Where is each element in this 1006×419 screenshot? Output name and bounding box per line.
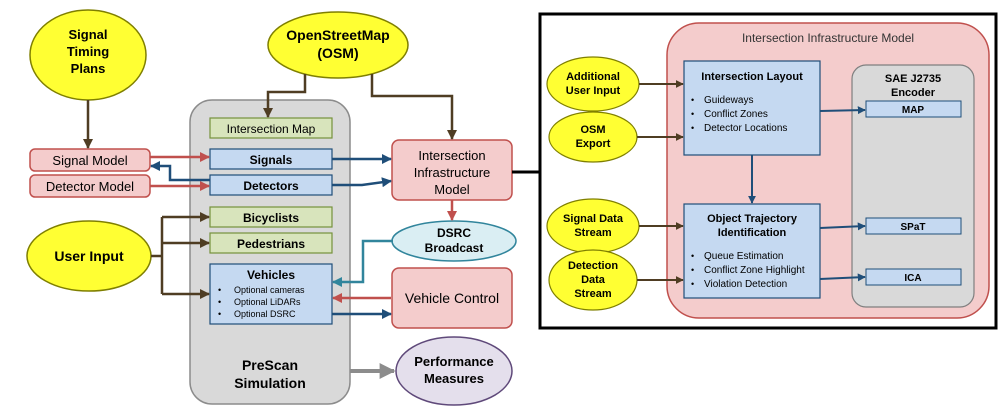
intersection-layout-node: Intersection Layout • Guideways • Confli… <box>683 60 821 156</box>
signal-timing-plans-node: Signal Timing Plans <box>29 9 147 101</box>
detectors-node: Detectors <box>209 174 333 196</box>
detection-data-label-3: Stream <box>574 288 612 300</box>
detection-data-label-2: Data <box>581 274 606 286</box>
trajectory-queue-estimation: Queue Estimation <box>704 251 784 262</box>
encoder-ica-label: ICA <box>904 273 921 284</box>
detector-model-node: Detector Model <box>29 174 151 198</box>
trajectory-bullet: • <box>691 251 694 261</box>
vehicle-option-lidars: Optional LiDARs <box>234 297 301 307</box>
layout-guideways: Guideways <box>704 95 753 106</box>
vehicle-option-bullet: • <box>218 297 221 307</box>
additional-input-label-1: Additional <box>566 71 620 83</box>
signal-timing-label-3: Plans <box>71 61 106 76</box>
encoder-title-2: Encoder <box>891 87 936 99</box>
osm-export-node: OSM Export <box>548 111 638 163</box>
layout-bullet: • <box>691 109 694 119</box>
vehicle-control-node: Vehicle Control <box>391 267 513 329</box>
osm-node: OpenStreetMap (OSM) <box>267 11 409 79</box>
osm-label-1: OpenStreetMap <box>286 27 389 43</box>
encoder-ica-node: ICA <box>865 268 962 286</box>
detection-data-node: Detection Data Stream <box>548 249 638 311</box>
arrow-osm-to-iim <box>370 74 457 140</box>
bicyclists-label: Bicyclists <box>243 211 299 225</box>
signal-timing-label-1: Signal <box>68 27 107 42</box>
vehicle-option-cameras: Optional cameras <box>234 285 305 295</box>
encoder-map-label: MAP <box>902 105 925 116</box>
additional-input-node: Additional User Input <box>546 56 640 112</box>
prescan-label-2: Simulation <box>234 375 306 391</box>
detail-title: Intersection Infrastructure Model <box>742 31 914 45</box>
arrow-trajectory-to-spat <box>819 222 866 231</box>
vehicles-node: Vehicles • Optional cameras • Optional L… <box>209 263 333 325</box>
iim-node: Intersection Infrastructure Model <box>391 139 513 201</box>
layout-bullet: • <box>691 95 694 105</box>
arrow-detectors-to-signal-model <box>150 161 210 182</box>
encoder-map-node: MAP <box>865 100 962 118</box>
trajectory-title-2: Identification <box>718 227 787 239</box>
signal-timing-label-2: Timing <box>67 44 109 59</box>
additional-input-label-2: User Input <box>566 85 621 97</box>
bicyclists-node: Bicyclists <box>209 206 333 228</box>
arrow-detectors-to-iim <box>332 177 392 188</box>
iim-label-3: Model <box>434 182 470 197</box>
detection-data-label-1: Detection <box>568 260 618 272</box>
encoder-title-1: SAE J2735 <box>885 73 941 85</box>
layout-detector-locations: Detector Locations <box>704 123 787 134</box>
trajectory-bullet: • <box>691 279 694 289</box>
signal-model-label: Signal Model <box>52 153 127 168</box>
intersection-map-node: Intersection Map <box>209 117 333 139</box>
dsrc-label-1: DSRC <box>437 226 471 240</box>
signal-model-node: Signal Model <box>29 148 151 172</box>
trajectory-violation-detection: Violation Detection <box>704 279 787 290</box>
vehicle-option-bullet: • <box>218 309 221 319</box>
layout-bullet: • <box>691 123 694 133</box>
signal-data-label-1: Signal Data <box>563 213 624 225</box>
left-arrows <box>83 74 457 379</box>
encoder-container <box>851 64 975 308</box>
osm-label-2: (OSM) <box>317 45 358 61</box>
iim-label-1: Intersection <box>418 148 485 163</box>
dsrc-label-2: Broadcast <box>425 241 484 255</box>
vehicle-option-bullet: • <box>218 285 221 295</box>
signals-node: Signals <box>209 148 333 170</box>
encoder-spat-node: SPaT <box>865 217 962 235</box>
vehicle-control-label: Vehicle Control <box>405 290 499 306</box>
user-input-label: User Input <box>54 248 124 264</box>
arrow-layout-to-map <box>819 106 866 115</box>
osm-export-label-1: OSM <box>580 124 605 136</box>
performance-label-2: Measures <box>424 371 484 386</box>
signals-label: Signals <box>250 153 293 167</box>
signal-data-node: Signal Data Stream <box>546 198 640 254</box>
performance-measures-node: Performance Measures <box>395 336 513 406</box>
osm-export-label-2: Export <box>576 138 611 150</box>
vehicle-option-dsrc: Optional DSRC <box>234 309 296 319</box>
trajectory-bullet: • <box>691 265 694 275</box>
performance-label-1: Performance <box>414 354 493 369</box>
detector-model-label: Detector Model <box>46 179 134 194</box>
detail-arrows <box>637 80 866 284</box>
dsrc-broadcast-node: DSRC Broadcast <box>391 220 517 262</box>
signal-data-label-2: Stream <box>574 227 612 239</box>
layout-conflict-zones: Conflict Zones <box>704 109 768 120</box>
arrow-dsrc-to-vehicles <box>332 239 393 287</box>
trajectory-title-1: Object Trajectory <box>707 213 798 225</box>
prescan-label-1: PreScan <box>242 357 298 373</box>
encoder-spat-label: SPaT <box>900 222 925 233</box>
object-trajectory-node: Object Trajectory Identification • Queue… <box>683 203 821 299</box>
user-input-node: User Input <box>26 220 152 292</box>
detectors-label: Detectors <box>243 179 299 193</box>
pedestrians-node: Pedestrians <box>209 232 333 254</box>
intersection-map-label: Intersection Map <box>227 122 316 136</box>
arrow-osm-to-intersection-map <box>263 74 307 118</box>
trajectory-conflict-highlight: Conflict Zone Highlight <box>704 265 805 276</box>
intersection-layout-title: Intersection Layout <box>701 71 803 83</box>
pedestrians-label: Pedestrians <box>237 237 305 251</box>
iim-label-2: Infrastructure <box>414 165 491 180</box>
arrow-trajectory-to-ica <box>819 273 866 282</box>
vehicles-label: Vehicles <box>247 268 295 282</box>
